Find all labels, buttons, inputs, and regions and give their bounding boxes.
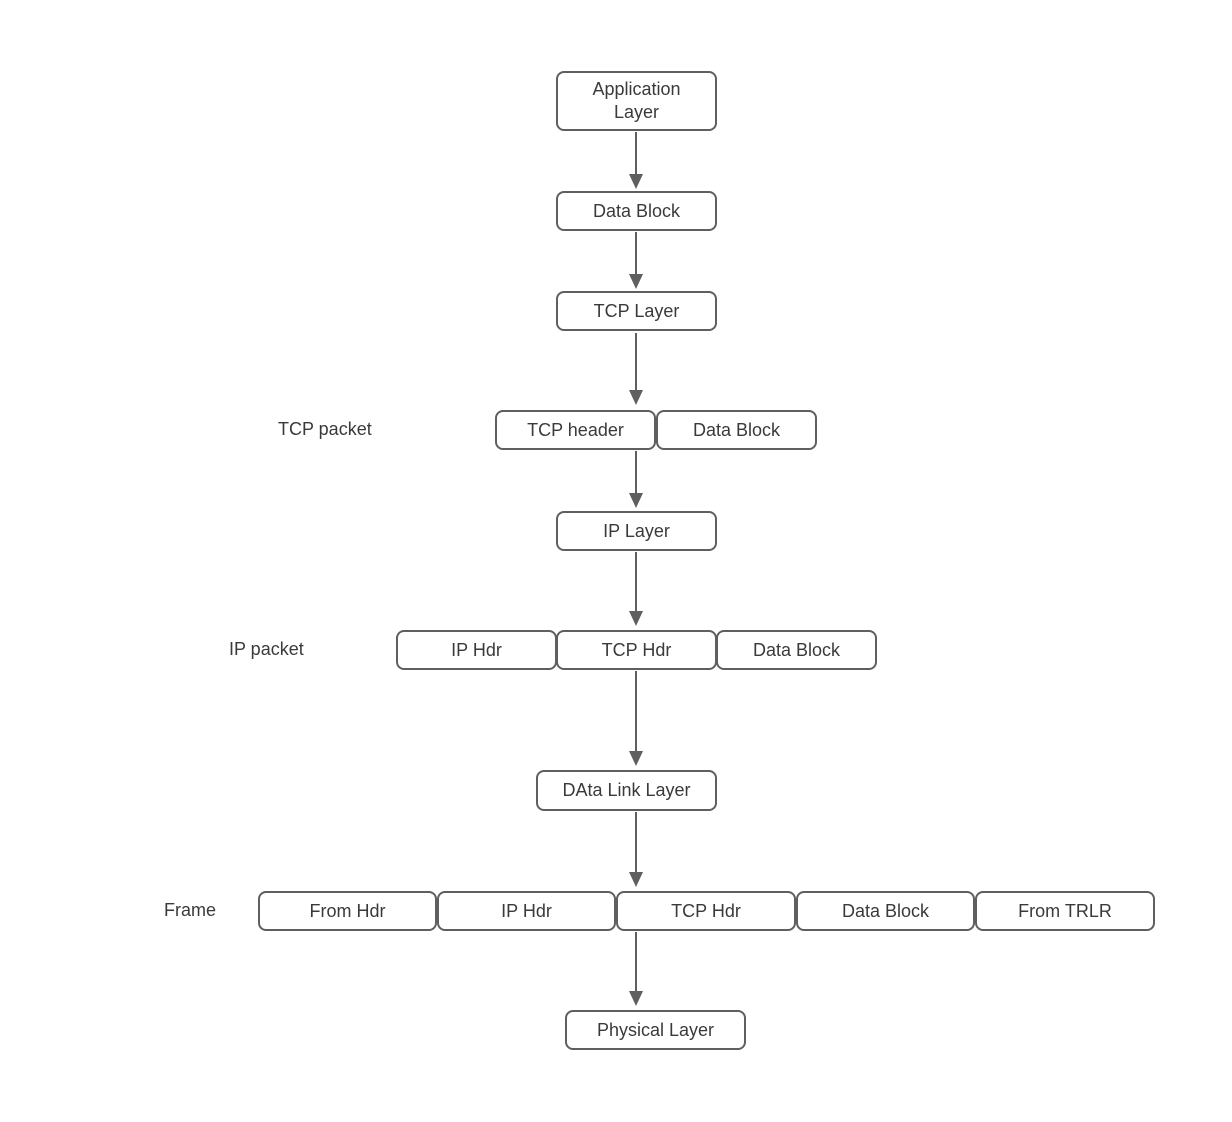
arrow-shaft xyxy=(635,132,637,174)
node-label: IP Layer xyxy=(603,520,670,541)
arrow-data-link-layer-to-frame xyxy=(629,812,643,887)
node-frame-data-block: Data Block xyxy=(796,891,975,931)
node-frame-from-hdr: From Hdr xyxy=(258,891,437,931)
node-label: TCP Hdr xyxy=(671,900,741,921)
arrowhead-down-icon xyxy=(629,174,643,189)
arrowhead-down-icon xyxy=(629,493,643,508)
arrowhead-down-icon xyxy=(629,991,643,1006)
arrow-shaft xyxy=(635,812,637,872)
node-label: Data Block xyxy=(692,419,781,440)
node-physical-layer: Physical Layer xyxy=(565,1010,746,1050)
node-label: Data Block xyxy=(841,900,930,921)
node-ip-packet-tcp-hdr: TCP Hdr xyxy=(556,630,717,670)
arrowhead-down-icon xyxy=(629,390,643,405)
node-label: TCP Hdr xyxy=(601,639,672,660)
arrow-tcp-packet-to-ip-layer xyxy=(629,451,643,508)
node-label: TCP Layer xyxy=(593,300,680,321)
node-label: IP Hdr xyxy=(451,639,502,660)
node-ip-packet-ip-hdr: IP Hdr xyxy=(396,630,557,670)
node-label: From TRLR xyxy=(1018,900,1112,921)
node-data-block-top: Data Block xyxy=(556,191,717,231)
arrow-ip-layer-to-ip-packet xyxy=(629,552,643,626)
arrow-ip-packet-to-data-link-layer xyxy=(629,671,643,766)
arrow-shaft xyxy=(635,451,637,493)
node-label: Physical Layer xyxy=(596,1019,715,1040)
arrow-shaft xyxy=(635,552,637,611)
node-label: DAta Link Layer xyxy=(562,780,691,800)
arrow-shaft xyxy=(635,932,637,991)
row-label-frame: Frame xyxy=(164,900,217,920)
arrow-shaft xyxy=(635,232,637,274)
node-label: IP Hdr xyxy=(501,900,552,921)
arrow-shaft xyxy=(635,333,637,390)
node-tcp-packet-data-block: Data Block xyxy=(656,410,817,450)
arrow-tcp-layer-to-tcp-packet xyxy=(629,333,643,405)
node-frame-from-trlr: From TRLR xyxy=(975,891,1155,931)
arrow-frame-to-physical-layer xyxy=(629,932,643,1006)
arrowhead-down-icon xyxy=(629,611,643,626)
node-frame-ip-hdr: IP Hdr xyxy=(437,891,616,931)
node-application-layer: Application Layer xyxy=(556,71,717,131)
node-ip-packet-data-block: Data Block xyxy=(716,630,877,670)
node-ip-layer: IP Layer xyxy=(556,511,717,551)
arrowhead-down-icon xyxy=(629,872,643,887)
row-label-tcp-packet: TCP packet xyxy=(278,419,372,439)
node-frame-tcp-hdr: TCP Hdr xyxy=(616,891,796,931)
node-label: Application Layer xyxy=(592,79,681,122)
node-label: Data Block xyxy=(592,200,681,221)
arrowhead-down-icon xyxy=(629,751,643,766)
node-label: Data Block xyxy=(752,639,841,660)
arrow-data-block-to-tcp-layer xyxy=(629,232,643,289)
node-tcp-header: TCP header xyxy=(495,410,656,450)
node-tcp-layer: TCP Layer xyxy=(556,291,717,331)
arrow-application-to-data-block xyxy=(629,132,643,189)
node-label: From Hdr xyxy=(309,900,386,921)
arrow-shaft xyxy=(635,671,637,751)
arrowhead-down-icon xyxy=(629,274,643,289)
node-data-link-layer: DAta Link Layer xyxy=(536,770,717,811)
node-label: TCP header xyxy=(527,419,624,440)
row-label-ip-packet: IP packet xyxy=(229,639,304,659)
